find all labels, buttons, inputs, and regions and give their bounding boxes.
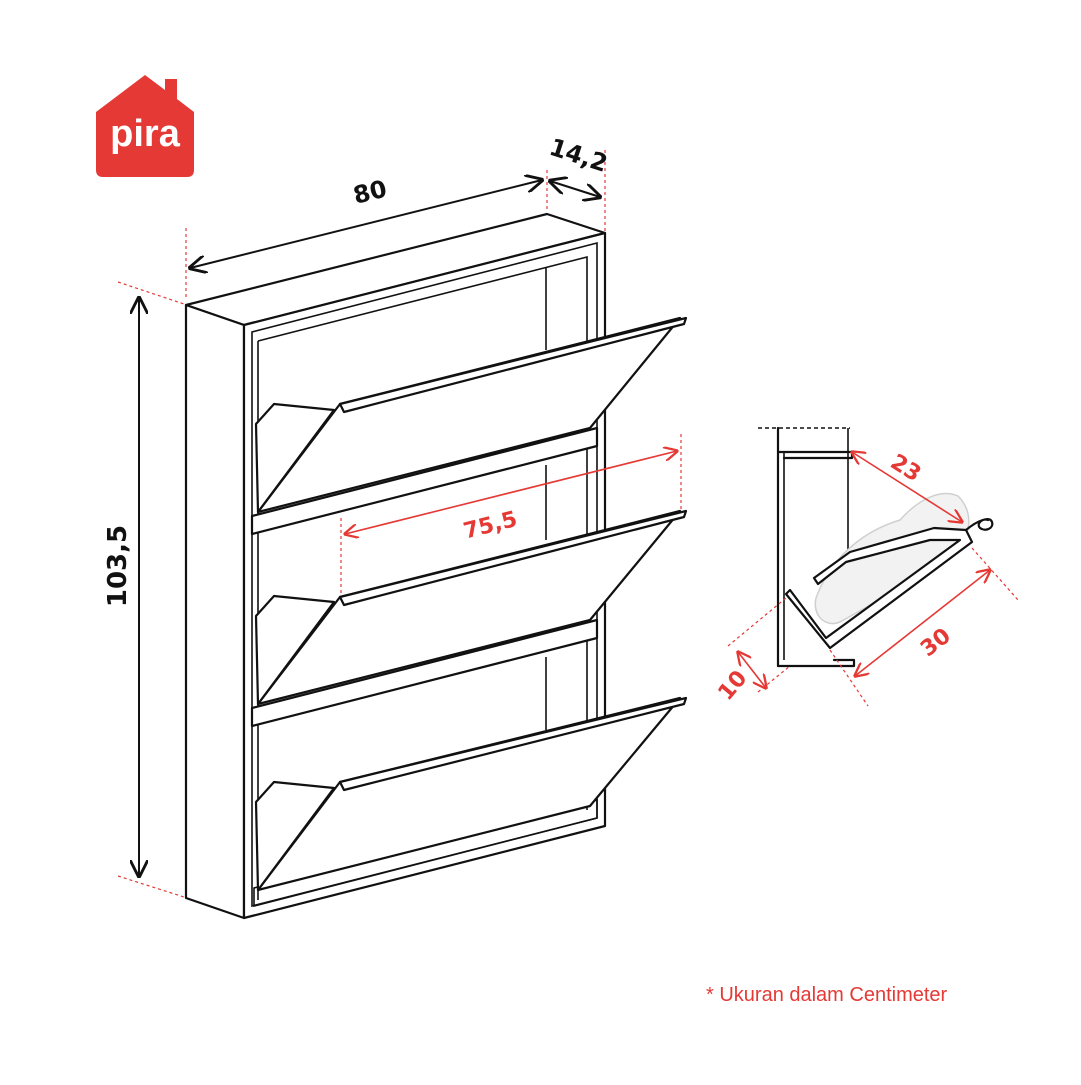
height-label: 103,5: [103, 525, 133, 607]
brand-name: pira: [110, 113, 181, 155]
side-section-view: [758, 426, 994, 668]
base-offset-label: 10: [714, 666, 753, 706]
dimension-shelf-depth: 23: [852, 450, 962, 522]
width-label: 80: [350, 175, 389, 210]
depth-label: 14,2: [546, 133, 611, 178]
unit-note: * Ukuran dalam Centimeter: [706, 984, 948, 1006]
shelf-depth-label: 23: [886, 450, 925, 487]
flap-door-bottom: [254, 696, 688, 892]
dimension-height: 103,5: [103, 281, 185, 898]
shelf-length-label: 30: [916, 624, 956, 663]
brand-logo: pira: [96, 75, 194, 177]
